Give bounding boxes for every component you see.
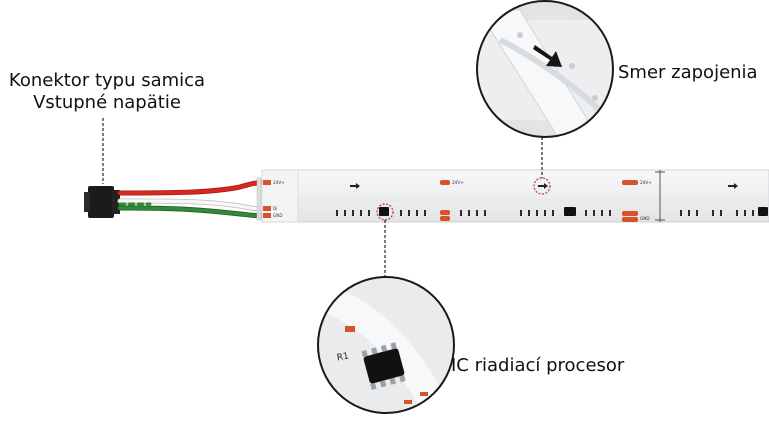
arrow-mark <box>538 183 548 189</box>
pad-label-gnd: GND <box>273 213 283 218</box>
direction-label: Smer zapojenia <box>618 62 758 83</box>
pad-label-di: Di <box>273 206 277 211</box>
cut-pad-label-24v: 24V+ <box>640 180 652 185</box>
cut-pad-label-gnd: GND <box>640 216 650 221</box>
pad-label-24v: 24V+ <box>273 180 285 185</box>
ic-chips <box>379 207 768 216</box>
ic-zoom-lens: R1 <box>317 276 455 414</box>
led-chip-row <box>336 210 754 216</box>
arrow-mark <box>350 183 360 189</box>
cable-tie <box>256 177 262 221</box>
entry-pads: 24V+ Di GND <box>263 180 285 218</box>
mid-pad-label-24v: 24V+ <box>452 180 464 185</box>
arrow-icon <box>533 45 562 67</box>
ic-chip-icon <box>361 342 406 390</box>
led-strip <box>261 169 769 223</box>
ic-label: IC riadiací procesor <box>451 355 625 376</box>
connector-label: Konektor typu samica Vstupné napätie <box>2 70 212 114</box>
resistor-label: R1 <box>336 352 350 364</box>
connector-label-line1: Konektor typu samica <box>8 70 206 91</box>
direction-zoom-lens <box>476 0 614 138</box>
direction-arrows <box>350 183 738 189</box>
direction-marker <box>533 177 551 195</box>
arrow-mark <box>728 183 738 189</box>
leader-lines <box>102 118 543 277</box>
connector-label-line2: Vstupné napätie <box>33 92 181 113</box>
wires <box>117 179 269 219</box>
mid-pads: 24V+ 24V+ GND <box>440 180 652 222</box>
female-connector <box>84 186 120 218</box>
